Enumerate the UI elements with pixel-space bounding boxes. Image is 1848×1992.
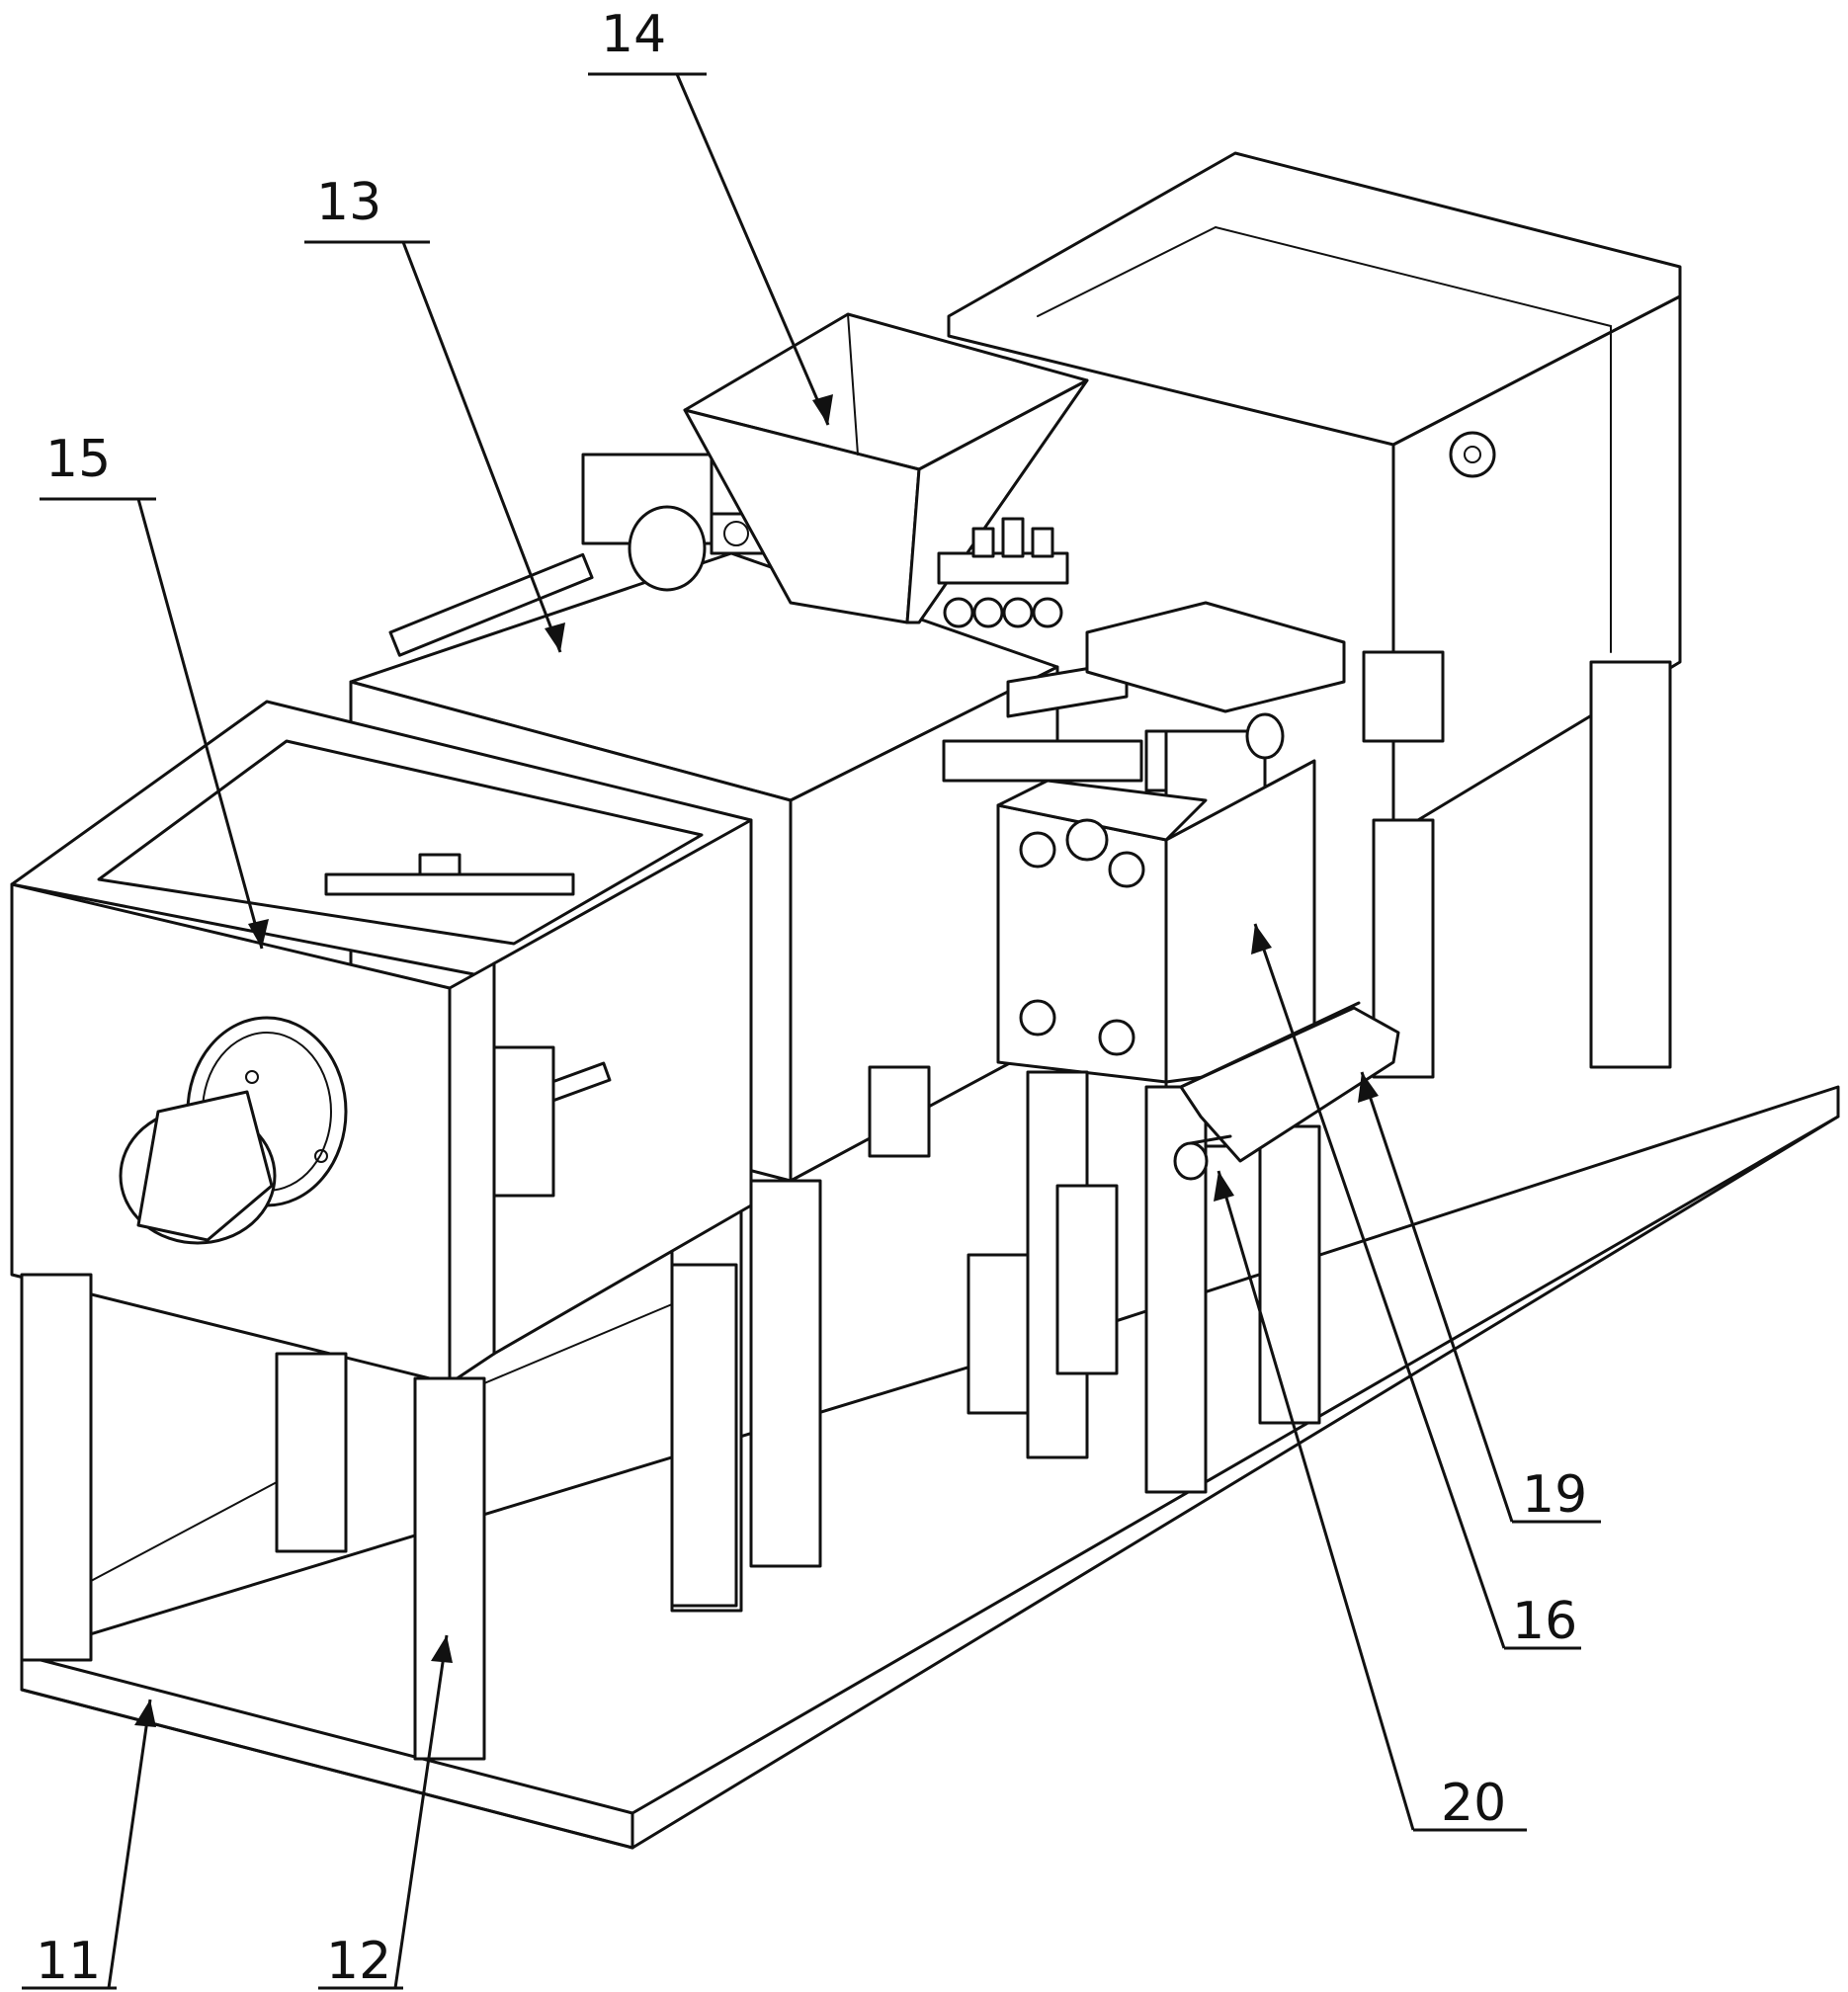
label-16: 16 [1512, 1592, 1577, 1651]
reference-numerals: 14 13 15 19 16 20 11 12 [36, 5, 1587, 1991]
label-15: 15 [45, 430, 111, 489]
label-19: 19 [1522, 1465, 1587, 1525]
label-14: 14 [601, 5, 666, 64]
chute [1173, 1001, 1400, 1181]
leaders [22, 72, 1601, 1990]
label-12: 12 [326, 1932, 391, 1991]
label-20: 20 [1441, 1774, 1506, 1833]
label-13: 13 [316, 173, 381, 232]
front-frame [10, 700, 753, 1761]
hopper [683, 312, 1089, 628]
label-11: 11 [36, 1932, 101, 1991]
